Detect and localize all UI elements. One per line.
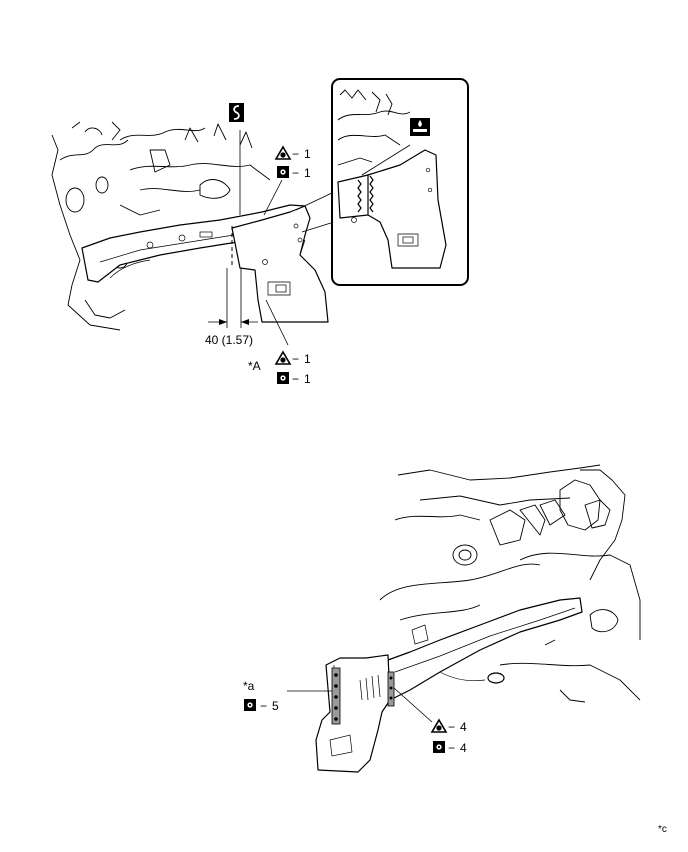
dimension-40 (208, 268, 258, 328)
ref-small-a-label: *a (243, 679, 255, 693)
dimension-label: 40 (1.57) (205, 333, 253, 347)
lower-view: *a − 5 − 4 − 4 (243, 464, 641, 773)
lower-right-dash-1: − (448, 720, 455, 734)
upper-front-extension (231, 205, 329, 323)
triangle-circle-icon (431, 719, 447, 733)
zoom-line-bottom (301, 221, 335, 233)
lower-left-callouts: *a − 5 (243, 679, 279, 713)
square-dot-icon (277, 372, 289, 384)
upper-dash-1: − (292, 147, 299, 161)
a-callout-1-text: 1 (304, 352, 311, 366)
square-dot-icon (433, 741, 445, 753)
lower-right-dash-2: − (448, 741, 455, 755)
lower-front-extension (315, 654, 395, 773)
triangle-circle-icon (275, 351, 291, 365)
lower-right-leader (393, 687, 433, 723)
triangle-circle-icon (275, 146, 291, 160)
lower-left-dash: − (260, 699, 267, 713)
a-callout-2-text: 1 (304, 372, 311, 386)
upper-callouts: − 1 − 1 (275, 146, 311, 180)
square-dot-icon (244, 699, 256, 711)
upper-callout-2-text: 1 (304, 166, 311, 180)
a-callout-leader (265, 299, 289, 346)
upper-dash-2: − (292, 166, 299, 180)
lower-right-callouts: − 4 − 4 (431, 719, 467, 755)
a-dash-1: − (292, 352, 299, 366)
square-dot-icon (277, 166, 289, 178)
upper-callout-leader (263, 179, 283, 216)
sealer-drop-icon (410, 118, 430, 136)
ref-a-callouts: *A − 1 − 1 (248, 351, 311, 386)
lower-engine-bay-background (379, 464, 641, 703)
sealer-leader (361, 144, 411, 176)
lower-right-callout-2-text: 4 (460, 741, 467, 755)
lower-right-callout-1-text: 4 (460, 720, 467, 734)
lower-left-callout-text: 5 (272, 699, 279, 713)
corner-label: *c (658, 824, 667, 835)
upper-view: − 1 − 1 40 (1.57) *A − 1 − 1 (51, 78, 469, 386)
detail-inset (331, 78, 469, 286)
zoom-line-top (295, 191, 335, 211)
ref-a-label: *A (248, 359, 261, 373)
s-curve-cut-icon (229, 103, 244, 122)
a-dash-2: − (292, 372, 299, 386)
upper-callout-1-text: 1 (304, 147, 311, 161)
lower-side-member (387, 597, 583, 701)
upper-engine-bay-background (51, 121, 271, 331)
